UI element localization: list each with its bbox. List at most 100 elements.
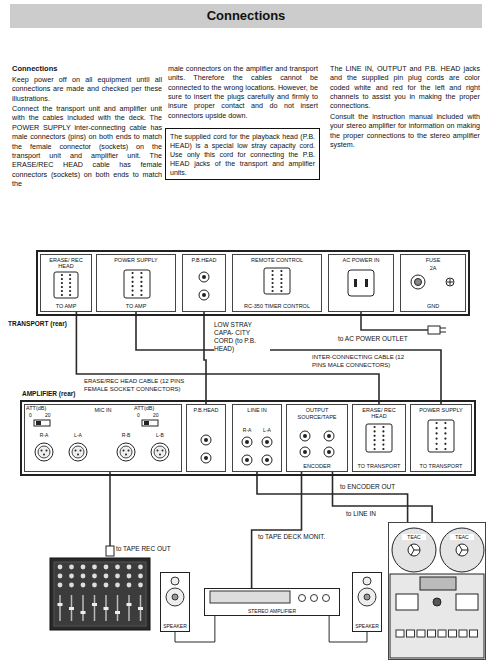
jack-pins bbox=[373, 448, 375, 450]
rca-jack bbox=[204, 456, 208, 460]
tape-deck-illustration bbox=[392, 528, 436, 572]
tape-deck-illustration bbox=[407, 630, 415, 637]
xlr-jack bbox=[120, 446, 132, 458]
rca-jack bbox=[262, 437, 272, 447]
socket bbox=[54, 268, 454, 452]
speaker-wire bbox=[175, 616, 215, 642]
tape-deck-illustration bbox=[417, 630, 425, 637]
jack-pins bbox=[373, 439, 375, 441]
ac-inlet bbox=[354, 279, 357, 287]
stereo-amplifier-illustration bbox=[323, 595, 330, 602]
body-text: Keep power off on all equipment until al… bbox=[12, 75, 162, 103]
node-sublabel: ENCODER bbox=[288, 463, 346, 469]
node-sublabel: TO TRANSPORT bbox=[354, 463, 404, 469]
tape-deck-illustration bbox=[449, 630, 457, 637]
rca-jack bbox=[265, 440, 269, 444]
node-sublabel: TO TRANSPORT bbox=[412, 463, 470, 469]
tape-deck-illustration bbox=[456, 594, 478, 610]
xlr-jack bbox=[35, 443, 53, 461]
panel-label: L-B bbox=[148, 432, 172, 438]
jack-pins bbox=[131, 290, 133, 292]
mixer-illustration bbox=[58, 603, 63, 606]
cable-label: INTER-CONNECTING CABLE (12 PINS MALE CON… bbox=[312, 354, 412, 369]
jack-pins bbox=[69, 286, 71, 288]
speaker-illustration bbox=[358, 588, 376, 606]
mixer-illustration bbox=[138, 583, 143, 588]
socket bbox=[264, 268, 290, 294]
mixer-illustration bbox=[92, 603, 97, 606]
node-label: FUSE bbox=[402, 257, 464, 263]
jack-pins bbox=[271, 286, 273, 288]
jack-pins bbox=[69, 274, 71, 276]
cable-label: to ENCODER OUT bbox=[340, 483, 395, 491]
rca-jack bbox=[201, 435, 211, 445]
stereo-amplifier-illustration bbox=[210, 591, 290, 603]
tape-deck-illustration bbox=[414, 550, 420, 551]
node-label: SPEAKER bbox=[353, 623, 381, 629]
rca-jack bbox=[265, 458, 269, 462]
note-box: The supplied cord for the playback head … bbox=[165, 128, 320, 180]
speaker: SPEAKER bbox=[160, 572, 190, 632]
cable-label: to TAPE DECK MONIT. bbox=[258, 533, 325, 541]
mic-cable bbox=[106, 546, 114, 556]
jack-pins bbox=[444, 448, 446, 450]
node-sublabel: SOURCE/TAPE bbox=[288, 414, 346, 420]
rca-jack bbox=[242, 437, 252, 447]
cable bbox=[252, 472, 302, 588]
panel-label: to AC POWER OUTLET bbox=[338, 335, 408, 343]
tape-deck-illustration bbox=[428, 630, 436, 637]
jack-pins bbox=[435, 443, 437, 445]
xlr-jack bbox=[69, 443, 87, 461]
panel-label: L-A bbox=[257, 427, 277, 433]
tape-deck-illustration bbox=[438, 630, 446, 637]
rca-jack bbox=[199, 272, 209, 282]
mixer-illustration bbox=[69, 565, 74, 570]
mixer-illustration bbox=[138, 565, 143, 570]
node-sublabel: TO AMP bbox=[42, 303, 90, 309]
panel-label: R-B bbox=[114, 432, 138, 438]
rca-jack bbox=[245, 458, 249, 462]
att-switch bbox=[142, 420, 158, 426]
speaker-illustration bbox=[166, 588, 184, 606]
node-label: ERASE/ REC HEAD bbox=[354, 407, 404, 420]
mixer-illustration bbox=[92, 574, 97, 579]
mixer-illustration bbox=[69, 574, 74, 579]
mixer-illustration bbox=[82, 595, 84, 621]
erase-rec-head-jack: ERASE/ REC HEADTO AMP bbox=[40, 254, 92, 312]
jack-pins bbox=[280, 290, 282, 292]
jack-pins bbox=[271, 290, 273, 292]
tape-deck-illustration bbox=[390, 528, 484, 658]
xlr-jack bbox=[128, 450, 130, 452]
jack-pins bbox=[280, 274, 282, 276]
jack-pins bbox=[61, 294, 63, 296]
jack-pins bbox=[61, 290, 63, 292]
xlr-jack bbox=[151, 443, 169, 461]
xlr-jack bbox=[157, 450, 159, 452]
xlr-jack bbox=[72, 446, 84, 458]
mic-cable bbox=[109, 472, 111, 548]
mixer-illustration bbox=[94, 595, 96, 621]
xlr-jack bbox=[75, 450, 77, 452]
jack-pins bbox=[140, 285, 142, 287]
node-sublabel: 2A bbox=[402, 265, 464, 271]
node-label: P.B.HEAD bbox=[184, 257, 224, 263]
mixer-illustration bbox=[127, 565, 132, 570]
rca-jack bbox=[199, 290, 209, 300]
jack-pins bbox=[280, 282, 282, 284]
rca-jack bbox=[300, 447, 310, 457]
mixer-illustration bbox=[58, 565, 63, 570]
jack-pins bbox=[280, 270, 282, 272]
xlr-jack bbox=[41, 450, 43, 452]
rca-jack bbox=[242, 455, 252, 465]
jack-pins bbox=[373, 430, 375, 432]
ac-inlet bbox=[348, 270, 374, 296]
panel-label: 0 bbox=[137, 412, 140, 418]
jack-pins bbox=[69, 278, 71, 280]
output-jack: OUTPUTSOURCE/TAPEENCODER bbox=[286, 404, 348, 472]
socket bbox=[428, 420, 454, 452]
xlr-jack bbox=[162, 450, 164, 452]
mixer-illustration bbox=[50, 558, 150, 630]
jack-pins bbox=[140, 290, 142, 292]
node-label: LINE IN bbox=[234, 407, 280, 413]
